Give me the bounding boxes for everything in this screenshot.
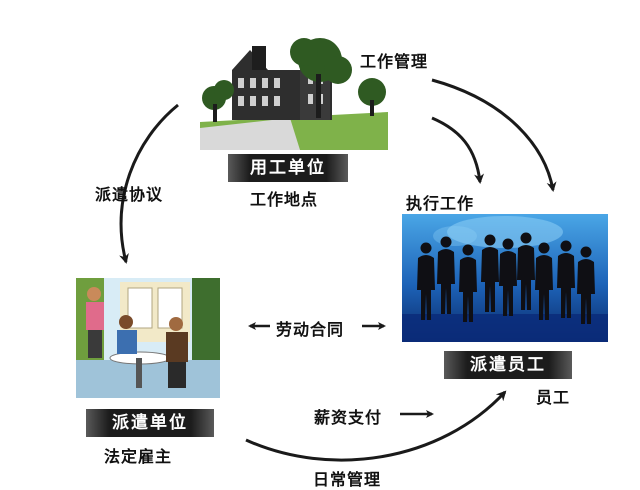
person-silhouette-body — [535, 255, 553, 320]
worker-plate: 派遣员工 — [444, 351, 572, 379]
person-silhouette-body — [499, 251, 517, 316]
person-silhouette-body — [517, 245, 535, 310]
person-silhouette-body — [459, 257, 477, 322]
business-people-silhouettes-image — [402, 214, 608, 342]
label-dispatch-agreement: 派遣协议 — [95, 185, 164, 204]
arrow-work-management — [431, 78, 557, 192]
person-silhouette-body — [417, 255, 435, 320]
person-silhouette-body — [557, 253, 575, 318]
employer-plate: 用工单位 — [228, 154, 348, 182]
agency-sub-label: 法定雇主 — [104, 447, 173, 466]
employer-sub-label: 工作地点 — [250, 190, 319, 209]
person-silhouette-body — [577, 259, 595, 324]
person-silhouette-head — [520, 232, 532, 244]
arrow-daily-management — [245, 390, 507, 462]
person-silhouette-head — [420, 242, 432, 254]
campus-building-image — [200, 38, 388, 150]
cafe-meeting-image — [76, 278, 220, 398]
label-salary-payment: 薪资支付 — [314, 408, 383, 427]
label-daily-management: 日常管理 — [313, 470, 382, 489]
person-silhouette-body — [437, 249, 455, 314]
person-silhouette-head — [580, 246, 592, 258]
label-labor-contract: 劳动合同 — [276, 320, 345, 339]
agency-plate: 派遣单位 — [86, 409, 214, 437]
worker-sub-label: 员工 — [536, 388, 571, 407]
person-silhouette-head — [484, 234, 496, 246]
label-work-management: 工作管理 — [360, 52, 429, 71]
person-silhouette-body — [481, 247, 499, 312]
person-silhouette-head — [502, 238, 514, 250]
arrow-dispatch-agreement — [119, 103, 179, 264]
label-perform-work: 执行工作 — [406, 194, 475, 213]
person-silhouette-head — [440, 236, 452, 248]
arrow-perform-work — [431, 116, 485, 184]
person-silhouette-head — [462, 244, 474, 256]
person-silhouette-head — [560, 240, 572, 252]
person-silhouette-head — [538, 242, 550, 254]
diagram-canvas — [76, 38, 608, 462]
